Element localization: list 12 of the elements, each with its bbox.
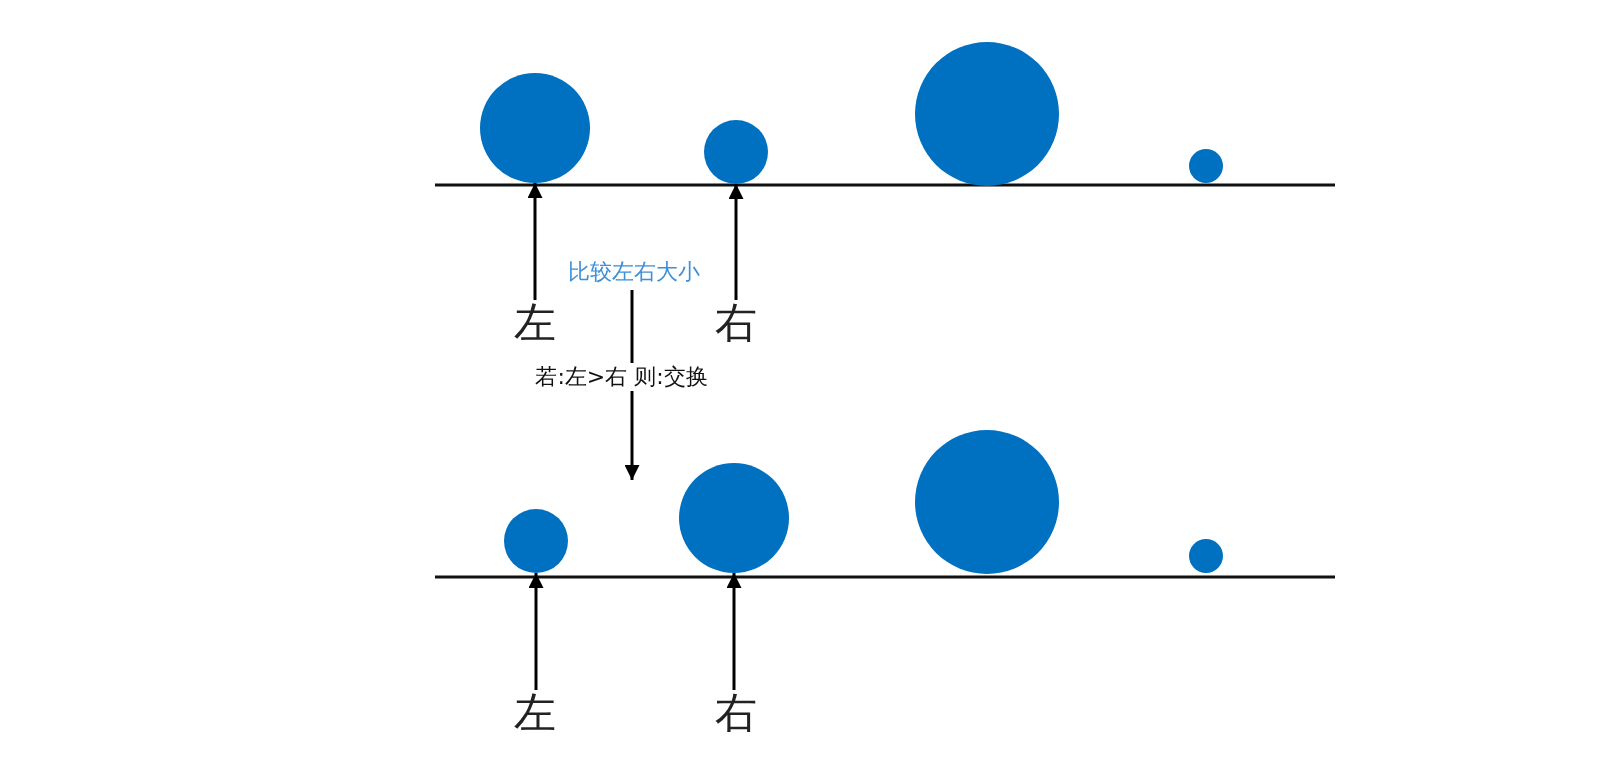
pointer-label: 左 — [505, 690, 565, 736]
arrow — [528, 573, 544, 690]
edge-label: 若:左>右 则:交换 — [533, 363, 710, 391]
pointer-label: 右 — [706, 300, 766, 346]
ball-circle — [1189, 149, 1223, 183]
arrow — [728, 184, 744, 300]
pointer-label: 左 — [505, 300, 565, 346]
pointer-label: 右 — [706, 690, 766, 736]
ball-circle — [1189, 539, 1223, 573]
arrow — [726, 573, 742, 690]
arrow — [527, 183, 543, 300]
compare-label: 比较左右大小 — [534, 258, 734, 286]
